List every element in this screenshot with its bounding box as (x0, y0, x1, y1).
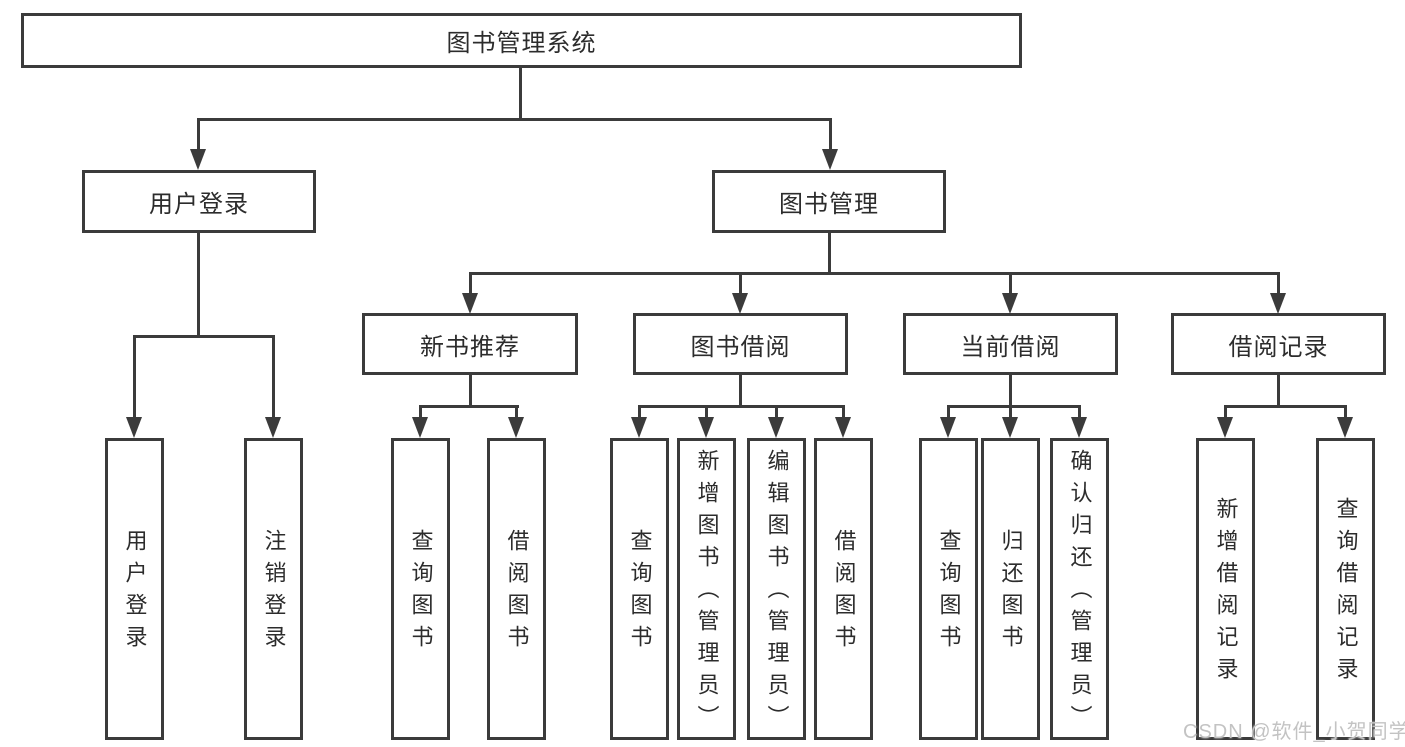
leaf-confirm-return-admin: 确认归还（管理员） (1050, 438, 1109, 740)
connector-line (705, 406, 708, 419)
connector-line (829, 118, 832, 151)
arrowhead-down-icon (1337, 417, 1353, 438)
node-book-borrowing: 图书借阅 (633, 313, 848, 375)
connector-line (1344, 406, 1347, 419)
arrowhead-down-icon (940, 417, 956, 438)
leaf-query-borrow-record: 查询借阅记录 (1316, 438, 1375, 740)
leaf-add-book-admin: 新增图书（管理员） (677, 438, 736, 740)
arrowhead-down-icon (1002, 417, 1018, 438)
connector-line (775, 406, 778, 419)
node-borrowing-records: 借阅记录 (1171, 313, 1386, 375)
connector-line (515, 406, 518, 419)
arrowhead-down-icon (1002, 293, 1018, 314)
connector-line (133, 335, 275, 338)
connector-line (947, 406, 950, 419)
arrowhead-down-icon (768, 417, 784, 438)
node-book-management-system: 图书管理系统 (21, 13, 1022, 68)
arrowhead-down-icon (462, 293, 478, 314)
connector-line (947, 405, 1081, 408)
connector-line (1078, 406, 1081, 419)
connector-line (419, 405, 519, 408)
connector-line (828, 231, 831, 274)
connector-line (197, 118, 200, 151)
node-current-borrowing: 当前借阅 (903, 313, 1118, 375)
leaf-borrow-books: 借阅图书 (814, 438, 873, 740)
leaf-user-login: 用户登录 (105, 438, 164, 740)
connector-line (419, 406, 422, 419)
connector-line (638, 406, 641, 419)
csdn-watermark: CSDN @软件_小贺同学 (1183, 721, 1405, 743)
leaf-return-books: 归还图书 (981, 438, 1040, 740)
connector-line (469, 273, 472, 295)
leaf-query-books-current: 查询图书 (919, 438, 978, 740)
connector-line (1277, 373, 1280, 406)
connector-line (197, 231, 200, 337)
connector-line (469, 373, 472, 406)
leaf-query-books-recommend: 查询图书 (391, 438, 450, 740)
arrowhead-down-icon (822, 149, 838, 170)
node-book-management: 图书管理 (712, 170, 946, 233)
arrowhead-down-icon (631, 417, 647, 438)
leaf-add-borrow-record: 新增借阅记录 (1196, 438, 1255, 740)
connector-line (638, 405, 845, 408)
leaf-logout: 注销登录 (244, 438, 303, 740)
connector-line (272, 336, 275, 418)
connector-line (1224, 405, 1347, 408)
arrowhead-down-icon (732, 293, 748, 314)
node-user-login: 用户登录 (82, 170, 316, 233)
connector-line (197, 118, 831, 121)
connector-line (1009, 406, 1012, 419)
connector-line (739, 273, 742, 295)
arrowhead-down-icon (1071, 417, 1087, 438)
arrowhead-down-icon (190, 149, 206, 170)
connector-line (842, 406, 845, 419)
connector-line (1277, 273, 1280, 295)
connector-line (133, 336, 136, 418)
leaf-query-books-borrow: 查询图书 (610, 438, 669, 740)
arrowhead-down-icon (835, 417, 851, 438)
node-new-book-recommend: 新书推荐 (362, 313, 578, 375)
connector-line (1009, 273, 1012, 295)
leaf-edit-book-admin: 编辑图书（管理员） (747, 438, 806, 740)
arrowhead-down-icon (1270, 293, 1286, 314)
arrowhead-down-icon (126, 417, 142, 438)
connector-line (1009, 373, 1012, 406)
connector-line (739, 373, 742, 406)
connector-line (469, 272, 1280, 275)
connector-line (519, 66, 522, 120)
arrowhead-down-icon (508, 417, 524, 438)
connector-line (1224, 406, 1227, 419)
arrowhead-down-icon (265, 417, 281, 438)
arrowhead-down-icon (1217, 417, 1233, 438)
arrowhead-down-icon (412, 417, 428, 438)
arrowhead-down-icon (698, 417, 714, 438)
leaf-borrow-books-recommend: 借阅图书 (487, 438, 546, 740)
